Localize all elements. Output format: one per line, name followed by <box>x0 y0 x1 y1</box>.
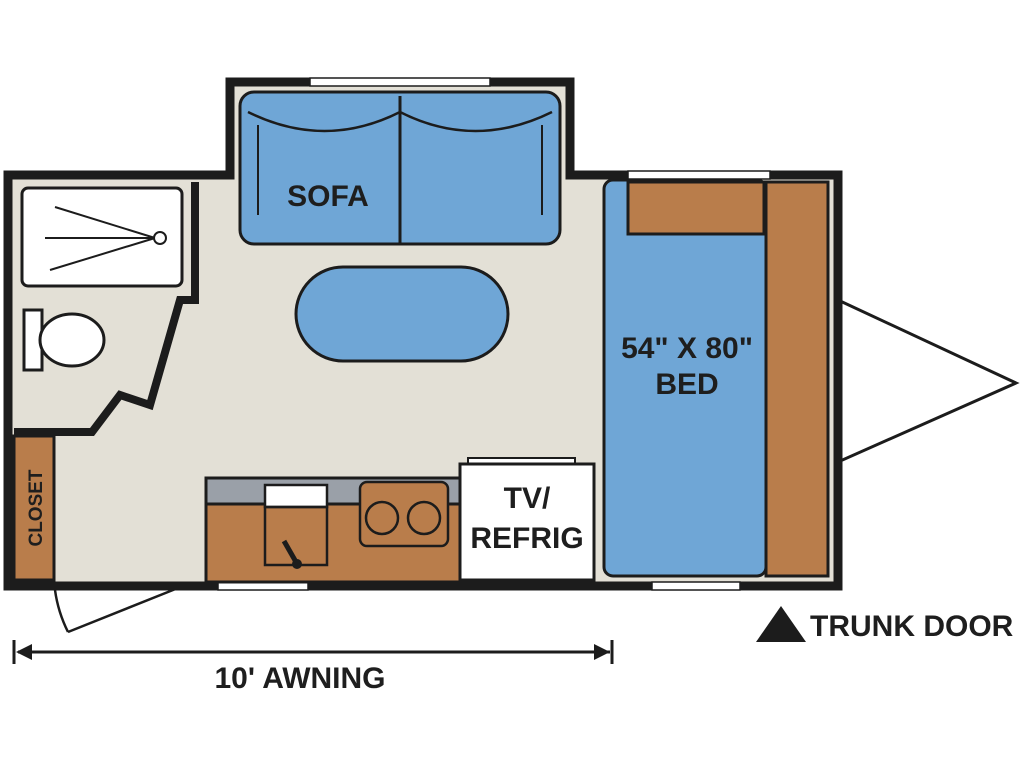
window <box>651 581 741 591</box>
triangle-marker-icon <box>756 606 806 642</box>
stove-icon <box>358 480 450 548</box>
window <box>309 77 491 87</box>
bed: 54" X 80" BED <box>602 178 830 578</box>
bed-size-label: 54" X 80" <box>621 332 753 365</box>
tv-refrigerator: TV/ REFRIG <box>458 457 596 582</box>
bed-label: BED <box>655 368 718 401</box>
shower-icon <box>20 186 184 288</box>
table <box>294 265 510 363</box>
closet: CLOSET <box>12 434 56 582</box>
sofa: SOFA <box>238 90 562 246</box>
sink-icon <box>263 483 329 569</box>
door-swing-icon <box>53 586 179 634</box>
refrig-label: REFRIG <box>470 522 583 555</box>
bathroom-wall <box>14 182 199 436</box>
sofa-label: SOFA <box>287 180 369 213</box>
toilet-icon <box>22 308 106 372</box>
window <box>627 170 771 180</box>
trunk-door-label: TRUNK DOOR <box>810 610 1014 643</box>
tv-label: TV/ <box>504 482 551 515</box>
closet-label: CLOSET <box>26 469 47 546</box>
arrow-icon <box>12 640 614 664</box>
awning-label: 10' AWNING <box>214 662 385 695</box>
hitch-icon <box>836 297 1020 465</box>
